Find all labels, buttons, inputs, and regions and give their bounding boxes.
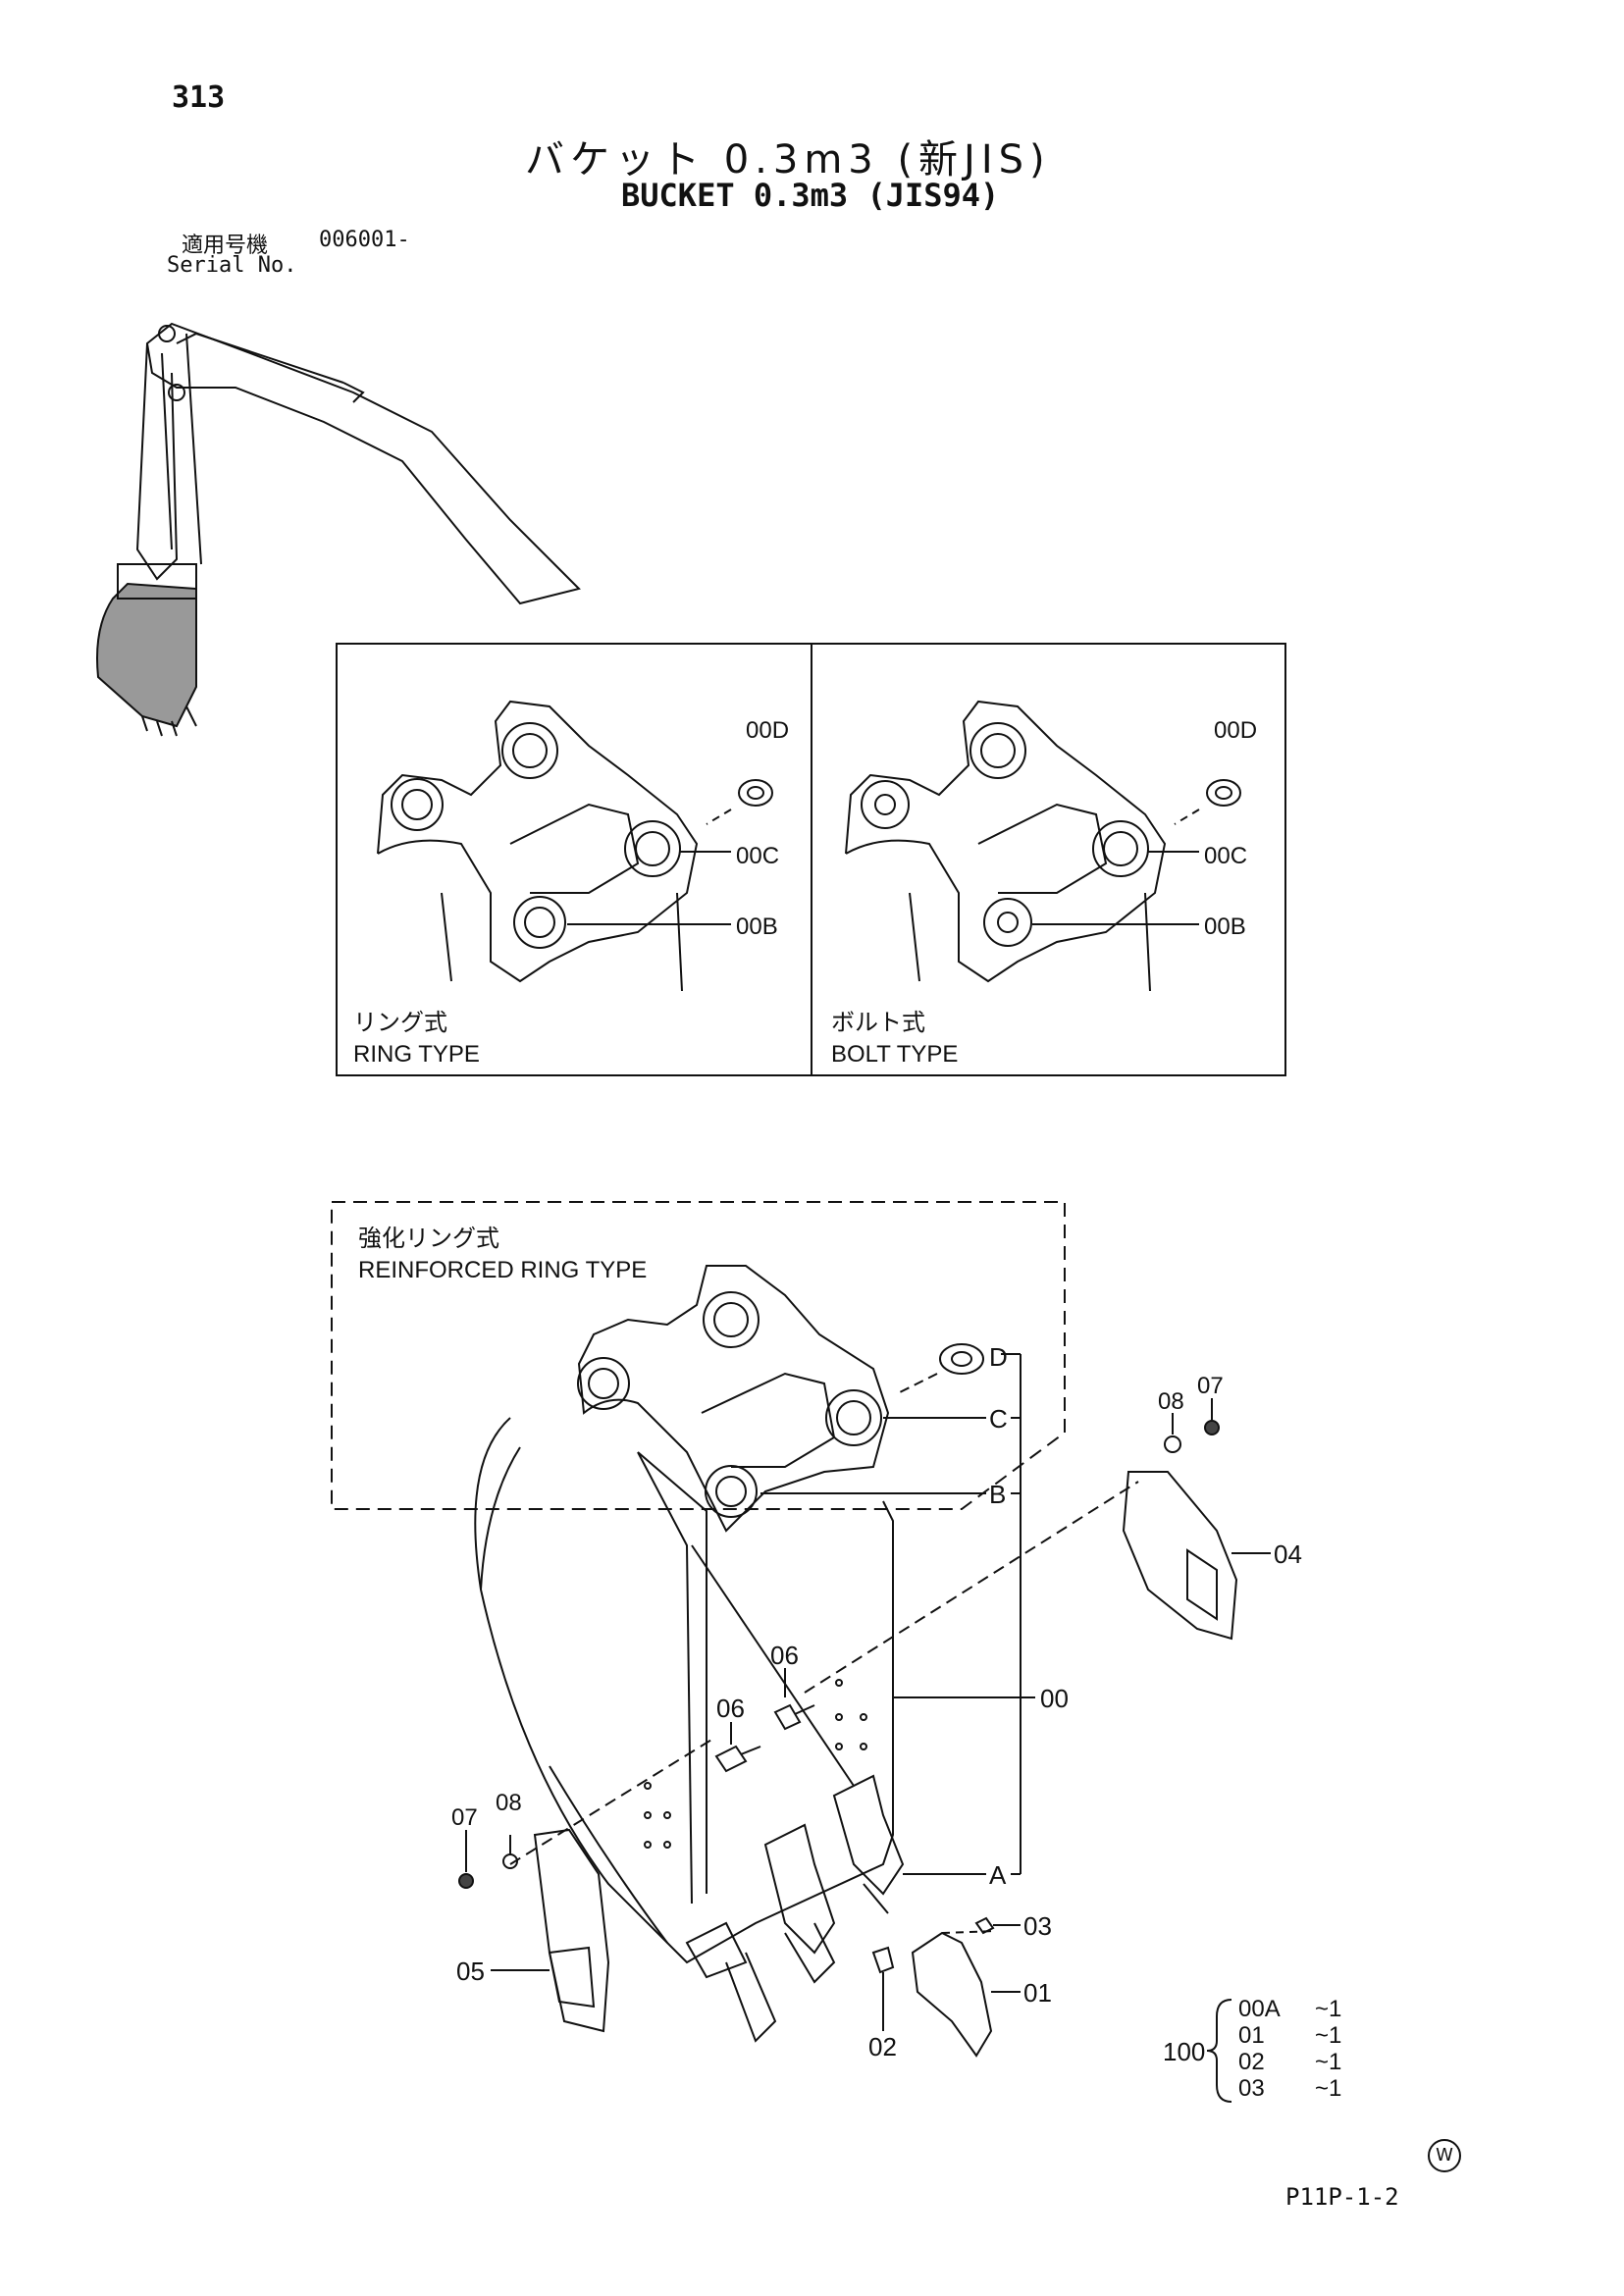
kit-item-part: 02 — [1238, 2049, 1265, 2075]
bolt-callout-00b: 00B — [1204, 913, 1246, 940]
bucket-drawing — [458, 1265, 1271, 2103]
callout-08-right: 08 — [1158, 1388, 1184, 1415]
callout-c: C — [989, 1404, 1008, 1434]
bolt-callout-00d: 00D — [1214, 717, 1257, 744]
page-number: 313 — [172, 80, 226, 115]
bolt-type-label-japanese: ボルト式 — [831, 1010, 925, 1036]
callout-05: 05 — [456, 1957, 485, 1986]
callout-02: 02 — [868, 2032, 897, 2061]
callout-00: 00 — [1040, 1684, 1069, 1713]
callout-03: 03 — [1023, 1911, 1052, 1941]
callout-04: 04 — [1274, 1539, 1302, 1569]
page-code: P11P-1-2 — [1285, 2183, 1399, 2211]
callout-07-right: 07 — [1197, 1373, 1224, 1399]
reinforced-panel-frame — [331, 1201, 1066, 1510]
bolt-callout-00c: 00C — [1204, 843, 1247, 869]
ring-callout-00b: 00B — [736, 913, 778, 940]
callout-01: 01 — [1023, 1978, 1052, 2008]
title-japanese: バケット 0.3m3 (新JIS) — [525, 137, 1051, 183]
serial-label-japanese: 適用号機 — [182, 234, 269, 258]
kit-item-qty: ~1 — [1315, 1996, 1341, 2022]
watermark-circled-w: W — [1428, 2139, 1461, 2172]
callout-b: B — [989, 1480, 1006, 1509]
callout-08-left: 08 — [496, 1790, 522, 1816]
callout-d: D — [989, 1342, 1008, 1372]
kit-item-part: 00A — [1238, 1996, 1281, 2022]
ring-type-bracket-drawing — [377, 700, 773, 992]
title-english: BUCKET 0.3m3 (JIS94) — [621, 177, 1000, 214]
bolt-type-label-english: BOLT TYPE — [831, 1041, 958, 1068]
reinforced-type-label-japanese: 強化リング式 — [358, 1226, 499, 1252]
kit-item-qty: ~1 — [1315, 2075, 1341, 2102]
kit-item-qty: ~1 — [1315, 2049, 1341, 2075]
callout-07-left: 07 — [451, 1804, 478, 1831]
ring-callout-00d: 00D — [746, 717, 789, 744]
ring-type-label-english: RING TYPE — [353, 1041, 480, 1068]
serial-label-english: Serial No. — [167, 253, 297, 278]
kit-list: 00A ~1 01 ~1 02 ~1 03 ~1 — [1238, 1996, 1341, 2102]
excavator-arm-illustration — [96, 322, 581, 737]
kit-number: 100 — [1163, 2037, 1205, 2066]
bolt-type-bracket-drawing — [845, 700, 1241, 992]
serial-number-value: 006001- — [319, 228, 410, 252]
ring-type-label-japanese: リング式 — [353, 1010, 447, 1036]
callout-06-left: 06 — [716, 1694, 745, 1723]
callout-a: A — [989, 1860, 1007, 1890]
reinforced-type-label-english: REINFORCED RING TYPE — [358, 1257, 647, 1283]
kit-item-part: 01 — [1238, 2022, 1265, 2049]
kit-item-part: 03 — [1238, 2075, 1265, 2102]
callout-06-right: 06 — [770, 1641, 799, 1670]
kit-item-qty: ~1 — [1315, 2022, 1341, 2049]
ring-callout-00c: 00C — [736, 843, 779, 869]
